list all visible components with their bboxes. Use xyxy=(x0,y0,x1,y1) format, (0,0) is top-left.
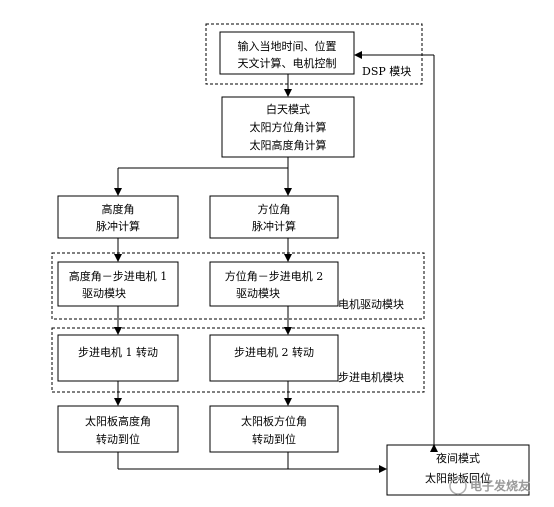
alt-driver-line-1: 高度角－步进电机 1 xyxy=(69,269,168,283)
az-pulse-line-1: 方位角 xyxy=(258,202,291,216)
alt-pulse-line-2: 脉冲计算 xyxy=(96,219,140,233)
az-panel-line-1: 太阳板方位角 xyxy=(241,414,307,428)
az-driver-line-1: 方位角－步进电机 2 xyxy=(225,269,324,283)
altitude-pulse-box: 高度角 脉冲计算 xyxy=(57,195,179,239)
motor1-box: 步进电机 1 转动 xyxy=(57,334,179,382)
az-panel-line-2: 转动到位 xyxy=(252,432,296,446)
watermark-text: 电子发烧友 xyxy=(470,478,530,493)
motor-driver-module-label: 电机驱动模块 xyxy=(338,297,404,311)
alt-pulse-line-1: 高度角 xyxy=(102,202,135,216)
input-box: 输入当地时间、位置 天文计算、电机控制 xyxy=(219,31,355,75)
day-mode-line-2: 太阳方位角计算 xyxy=(250,120,327,134)
stepper-module-group: 步进电机模块 xyxy=(51,327,425,393)
altitude-driver-box: 高度角－步进电机 1 驱动模块 xyxy=(57,261,179,307)
alt-panel-line-2: 转动到位 xyxy=(96,432,140,446)
azimuth-pulse-box: 方位角 脉冲计算 xyxy=(209,195,339,239)
input-line-1: 输入当地时间、位置 xyxy=(238,39,337,53)
day-mode-box: 白天模式 太阳方位角计算 太阳高度角计算 xyxy=(221,96,355,158)
motor2-line-1: 步进电机 2 转动 xyxy=(234,345,314,359)
stepper-module-label: 步进电机模块 xyxy=(338,370,404,384)
motor1-line-1: 步进电机 1 转动 xyxy=(78,345,158,359)
arrow-night-up-head xyxy=(430,444,438,452)
input-line-2: 天文计算、电机控制 xyxy=(238,56,337,70)
az-driver-line-2: 驱动模块 xyxy=(236,287,280,300)
motor2-box: 步进电机 2 转动 xyxy=(209,334,339,382)
watermark: 电子发烧友 xyxy=(449,477,530,495)
altitude-panel-box: 太阳板高度角 转动到位 xyxy=(57,405,179,453)
night-mode-line-1: 夜间模式 xyxy=(436,451,480,465)
alt-panel-line-1: 太阳板高度角 xyxy=(85,414,151,428)
day-mode-line-3: 太阳高度角计算 xyxy=(250,138,327,152)
motor-driver-module-group: 电机驱动模块 xyxy=(51,252,425,320)
azimuth-driver-box: 方位角－步进电机 2 驱动模块 xyxy=(209,261,339,307)
day-mode-line-1: 白天模式 xyxy=(266,102,310,116)
watermark-logo-icon xyxy=(449,477,467,495)
alt-driver-line-2: 驱动模块 xyxy=(82,287,126,300)
connectors xyxy=(114,51,438,473)
az-pulse-line-2: 脉冲计算 xyxy=(252,219,296,233)
dsp-module-label: DSP 模块 xyxy=(362,65,411,78)
night-mode-box: 夜间模式 太阳能板回位 xyxy=(386,444,530,496)
azimuth-panel-box: 太阳板方位角 转动到位 xyxy=(209,405,339,453)
dsp-module-group: DSP 模块 xyxy=(205,23,423,85)
